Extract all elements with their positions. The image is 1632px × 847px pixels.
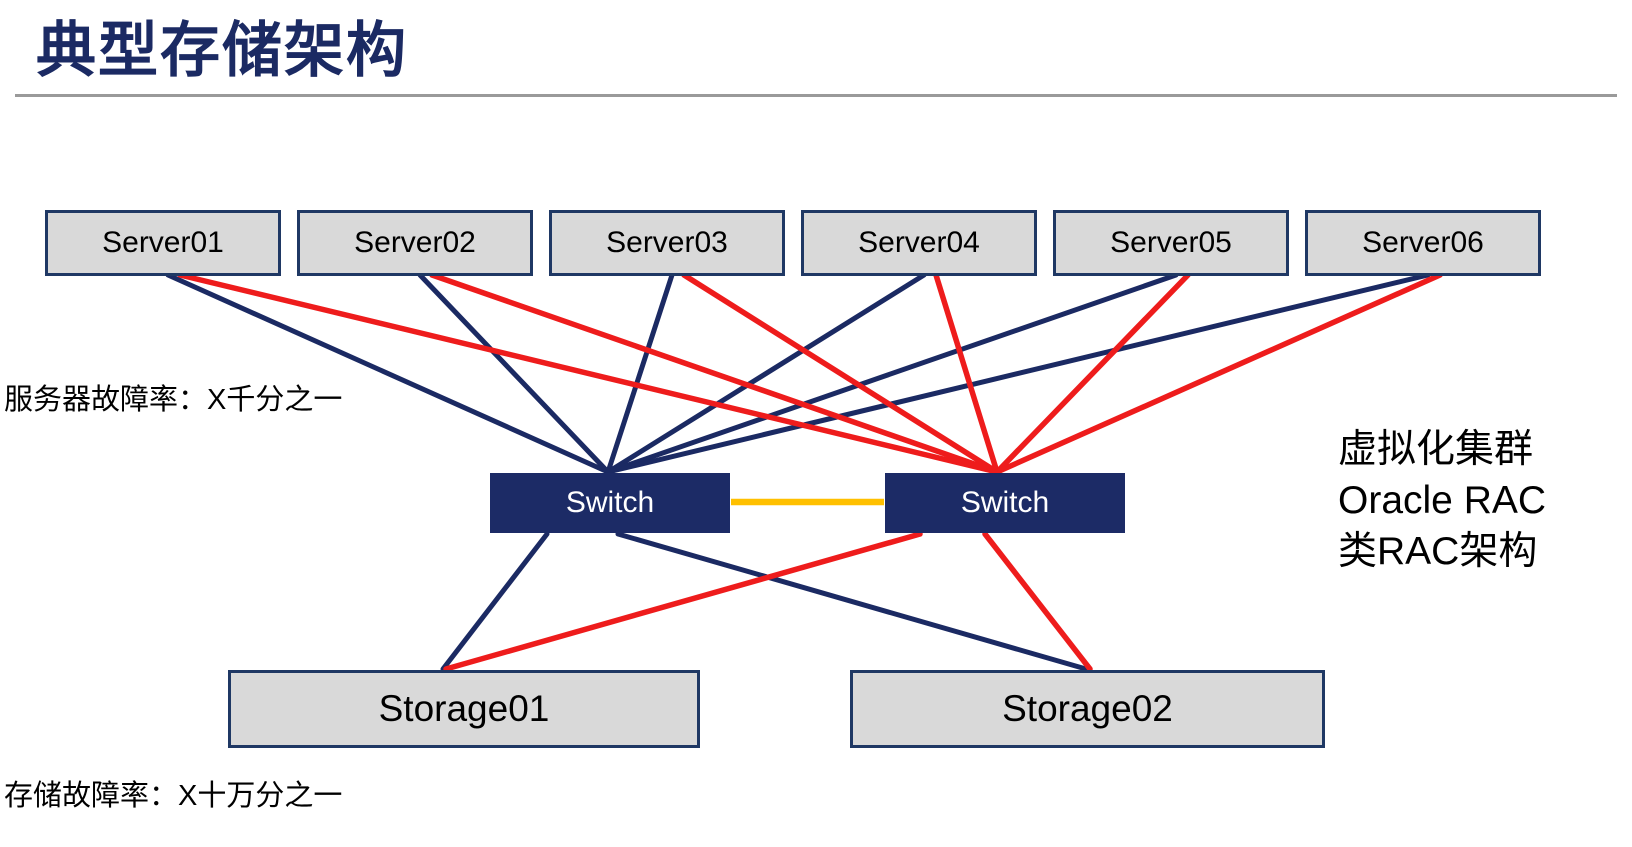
edge-server06-switch-b xyxy=(994,272,1443,475)
edge-server05-switch-b xyxy=(994,272,1191,475)
switch-label: Switch xyxy=(960,486,1050,519)
storage-label: Storage01 xyxy=(378,688,550,729)
server-label: Server04 xyxy=(858,226,980,259)
edge-server03-switch-a xyxy=(605,272,675,475)
server-box-server05: Server05 xyxy=(1053,210,1289,276)
side-note: 虚拟化集群 Oracle RAC 类RAC架构 xyxy=(1338,424,1546,577)
edge-server06-switch-a xyxy=(605,272,1431,475)
storage-box-storage01: Storage01 xyxy=(228,670,700,748)
title-divider-line xyxy=(15,94,1617,97)
edge-switch-a-storage01 xyxy=(440,531,550,672)
server-box-server02: Server02 xyxy=(297,210,533,276)
switch-box-a: Switch xyxy=(490,473,730,533)
side-note-line-3: 类RAC架构 xyxy=(1338,530,1538,573)
edge-server01-switch-a xyxy=(165,272,611,475)
edge-server04-switch-a xyxy=(605,272,927,475)
server-box-server06: Server06 xyxy=(1305,210,1541,276)
storage-label: Storage02 xyxy=(1002,688,1173,729)
switch-box-b: Switch xyxy=(885,473,1125,533)
storage-box-storage02: Storage02 xyxy=(850,670,1325,748)
server-label: Server05 xyxy=(1110,226,1232,259)
edge-server04-switch-b xyxy=(933,272,1000,475)
server-label: Server03 xyxy=(606,226,728,259)
edge-server05-switch-a xyxy=(605,272,1179,475)
edge-server03-switch-b xyxy=(681,272,1000,475)
edge-server01-switch-b xyxy=(177,272,1000,475)
server-label: Server06 xyxy=(1362,226,1484,259)
server-box-server03: Server03 xyxy=(549,210,785,276)
side-note-line-1: 虚拟化集群 xyxy=(1338,428,1534,471)
server-failure-rate-label: 服务器故障率：X千分之一 xyxy=(4,384,343,416)
server-box-server04: Server04 xyxy=(801,210,1037,276)
edge-switch-b-storage02 xyxy=(982,531,1093,672)
side-note-line-2: Oracle RAC xyxy=(1338,479,1547,522)
page-title: 典型存储架构 xyxy=(36,17,408,84)
server-box-server01: Server01 xyxy=(45,210,281,276)
edge-server02-switch-a xyxy=(417,272,611,475)
storage-failure-rate-label: 存储故障率：X十万分之一 xyxy=(4,780,343,812)
edge-server02-switch-b xyxy=(429,272,1000,475)
server-label: Server02 xyxy=(354,226,476,259)
server-label: Server01 xyxy=(102,226,224,259)
edge-switch-b-storage01 xyxy=(443,531,923,672)
switch-label: Switch xyxy=(565,486,655,519)
edge-switch-a-storage02 xyxy=(615,531,1089,672)
